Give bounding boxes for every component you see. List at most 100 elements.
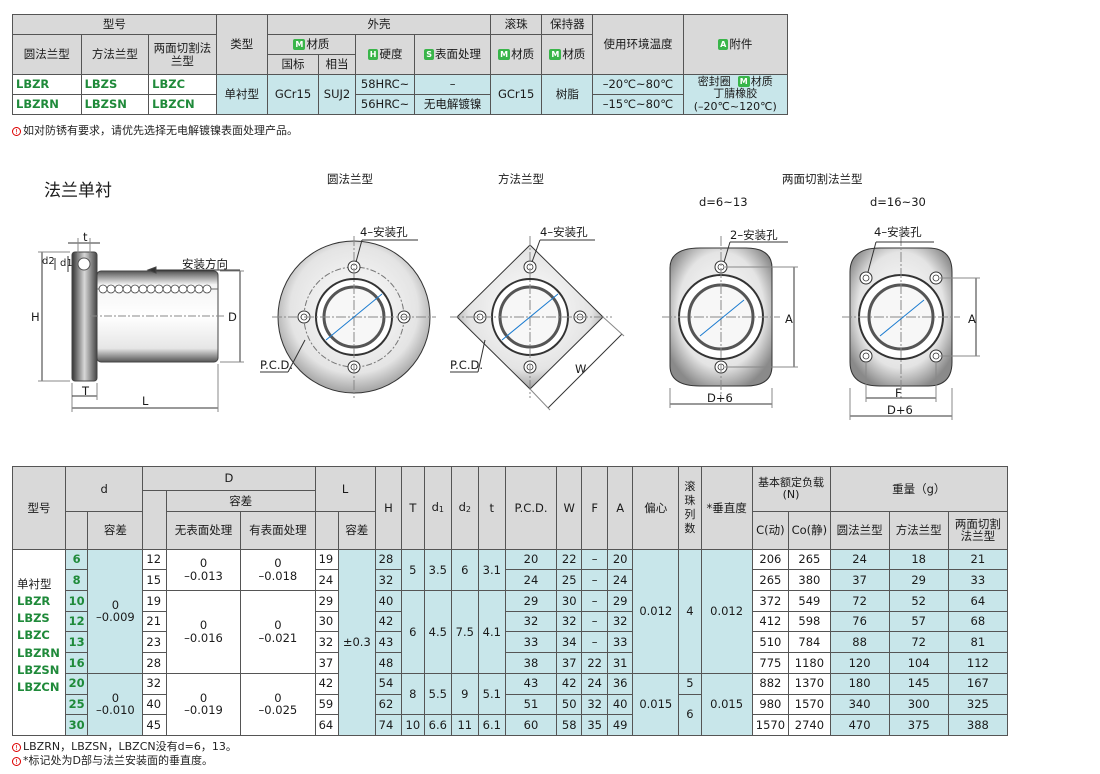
holes-label-twoside-small: 2–安装孔: [730, 228, 778, 242]
table-row: 20 0–0.010 32 0–0.019 0–0.025 42 54 8 5.…: [13, 672, 1009, 736]
model-lbzsn: LBZSN: [80, 94, 150, 115]
type-value: 单衬型: [215, 74, 268, 115]
dim-d2: d2: [42, 256, 55, 267]
material-icon: M: [737, 75, 750, 87]
hardness-2: 56HRC~: [354, 94, 416, 115]
table-row: 16 28 37 48 38 37 22 31 775 1180 120 104…: [13, 652, 1009, 674]
ball-value: GCr15: [490, 74, 543, 115]
th-square: 方法兰型: [80, 34, 150, 75]
th-round: 圆法兰型: [12, 34, 82, 75]
th-model: 型号: [12, 14, 217, 35]
D-tol-g2-a: 0–0.016: [165, 590, 242, 674]
surface-1: –: [414, 74, 492, 95]
square-flange-title: 方法兰型: [498, 172, 544, 186]
th-gb: 国标: [266, 54, 320, 75]
th-L: L: [314, 466, 376, 512]
th-shell: 外壳: [266, 14, 492, 35]
dim-F: F: [895, 386, 902, 400]
holes-label-round: 4–安装孔: [360, 225, 408, 239]
dim-D6-small: D+6: [707, 391, 733, 405]
D-tol-g1-b: 0–0.018: [240, 548, 316, 592]
th-H: H: [374, 466, 403, 550]
info-icon: !: [12, 127, 21, 136]
section-title: 法兰单衬: [44, 181, 112, 201]
th-t: t: [477, 466, 507, 550]
footnote-2: !*标记处为D部与法兰安装面的垂直度。: [12, 752, 213, 768]
th-type: 类型: [215, 14, 268, 75]
th-D-blank: [142, 490, 167, 550]
th-equiv: 相当: [318, 54, 356, 75]
th-w-round: 圆法兰型: [829, 510, 890, 550]
env-1: –20℃~80℃: [592, 74, 684, 95]
L-tol: ±0.3: [337, 548, 376, 736]
info-icon: !: [12, 743, 21, 752]
twoside-flange-small-view: [662, 236, 798, 408]
th-twoside: 两面切割法兰型: [148, 34, 217, 75]
D-tol-g1-a: 0–0.013: [165, 548, 242, 592]
env-2: –15℃~80℃: [592, 94, 684, 115]
holes-label-twoside-large: 4–安装孔: [874, 225, 922, 239]
pcd-label-square: P.C.D.: [450, 358, 483, 372]
dim-d-round: d: [341, 308, 350, 322]
table-row: 25 40 59 62 51 50 32 40 6 980 1570 340 3…: [13, 693, 1009, 736]
th-ball-rows: 滚珠列数: [678, 466, 702, 550]
material-icon: M: [293, 39, 306, 51]
dim-L: L: [142, 394, 149, 408]
footnote-1: !LBZRN，LBZSN，LBZCN没有d=6，13。: [12, 738, 237, 754]
th-L-tol: 容差: [337, 510, 376, 550]
th-D: D: [142, 466, 316, 491]
model-lbzrn: LBZRN: [12, 94, 82, 115]
th-eccentricity: 偏心: [632, 466, 680, 550]
dim-A-large: A: [968, 312, 976, 326]
table-row: 12 21 30 42 32 32 – 32 412 598 76 57 68: [13, 610, 1009, 633]
round-flange-title: 圆法兰型: [327, 172, 373, 186]
dim-d-square: d: [517, 308, 526, 322]
equiv-value: SUJ2: [318, 74, 356, 115]
ball-material-icon: M: [498, 49, 511, 61]
twoside-flange-title: 两面切割法兰型: [782, 172, 863, 186]
retainer-material-icon: M: [549, 49, 562, 61]
th-perpendicularity: *垂直度: [700, 466, 753, 550]
th-d: d: [64, 466, 144, 512]
square-flange-view: [450, 236, 625, 411]
th-pcd: P.C.D.: [505, 466, 557, 550]
surface-2: 无电解镀镍: [414, 94, 492, 115]
gb-value: GCr15: [266, 74, 320, 115]
table-row: 13 23 32 43 33 34 – 33 510 784 88 72 81: [13, 631, 1009, 654]
th-F: F: [581, 466, 608, 550]
D-tol-g3-a: 0–0.019: [165, 672, 242, 736]
th-d-tol: 容差: [87, 510, 144, 550]
dim-D: D: [228, 310, 237, 324]
table-row: 单衬型 LBZR LBZS LBZC LBZRN LBZSN LBZCN 6 0…: [12, 548, 1009, 736]
th-d1: d1: [423, 466, 453, 550]
th-A: A: [606, 466, 634, 550]
surface-icon: S: [424, 49, 435, 61]
dim-W: W: [575, 362, 587, 376]
d-range-small: d=6~13: [699, 195, 748, 209]
th-d-blank: [64, 510, 89, 550]
hardness-1: 58HRC~: [354, 74, 416, 95]
th-load: 基本额定负载(N): [751, 466, 831, 512]
dim-H: H: [31, 310, 40, 324]
th-W: W: [555, 466, 583, 550]
th-d2: d2: [451, 466, 479, 550]
dim-t: t: [83, 230, 88, 244]
D-tol-g3-b: 0–0.025: [240, 672, 316, 736]
th-C: C(动): [751, 510, 790, 550]
holes-label-square: 4–安装孔: [540, 225, 588, 239]
top-note: !如对防锈有要求，请优先选择无电解镀镍表面处理产品。: [12, 122, 298, 138]
th-T: T: [401, 466, 425, 550]
twoside-flange-large-view: [842, 236, 980, 420]
dim-d1: d1: [60, 258, 73, 269]
table-row: 8 15 24 32 24 25 – 24 265 380 37 29 33: [13, 569, 1009, 592]
table-row: 10 19 0–0.016 0–0.021 29 40 6 4.5 7.5 4.…: [13, 590, 1009, 674]
d-tol-1: 0–0.009: [87, 548, 144, 674]
d-tol-2: 0–0.010: [87, 672, 144, 736]
hardness-icon: H: [367, 49, 379, 61]
th-no-treat: 无表面处理: [165, 510, 242, 550]
